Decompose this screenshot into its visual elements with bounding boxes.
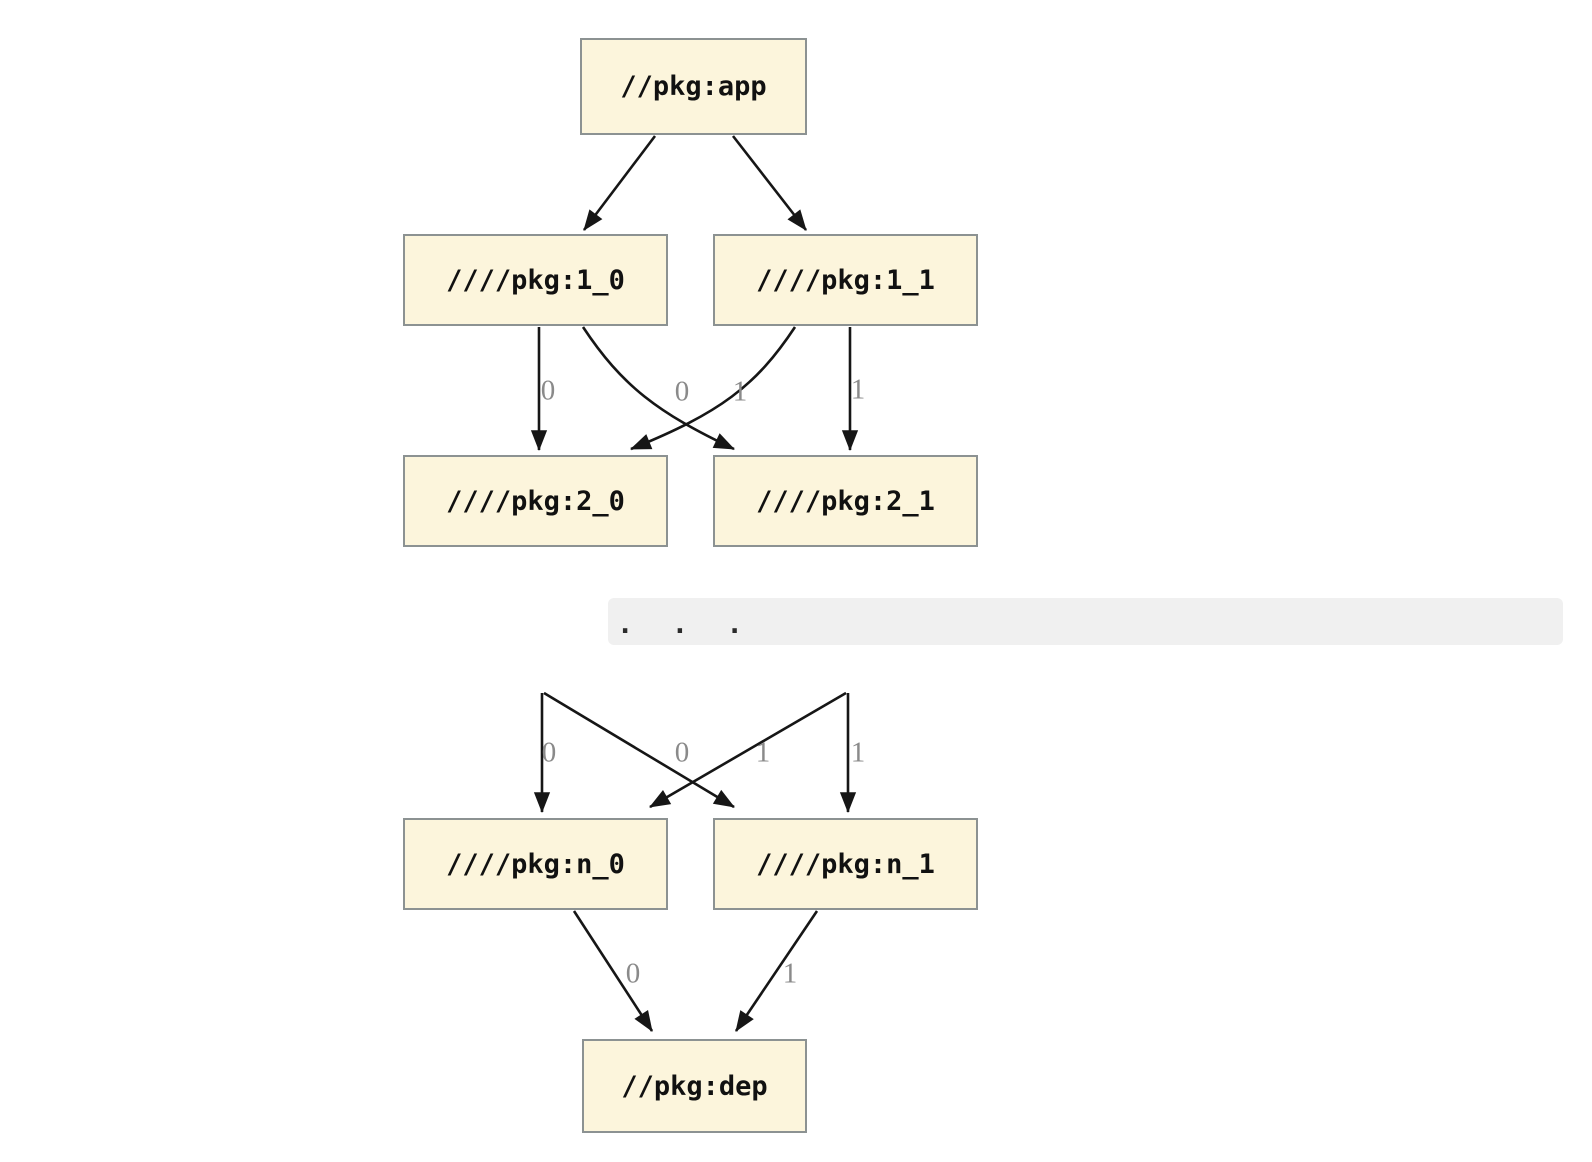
edge-label: 0 — [540, 374, 556, 407]
edge-label: 1 — [755, 736, 771, 769]
node-level1-0-label: ////pkg:1_0 — [446, 264, 625, 296]
node-dep-label: //pkg:dep — [621, 1070, 768, 1102]
edge-app-to-level1-1 — [731, 135, 808, 231]
node-leveln-1: ////pkg:n_1 — [713, 818, 978, 910]
node-level2-0: ////pkg:2_0 — [403, 455, 668, 547]
node-leveln-1-label: ////pkg:n_1 — [756, 848, 935, 880]
node-level2-0-label: ////pkg:2_0 — [446, 485, 625, 517]
edge-label: 1 — [782, 957, 798, 990]
edge-ellipsis-to-leveln-0-cross — [649, 691, 847, 809]
edge-level1-0-to-level2-1 — [581, 326, 735, 451]
ellipsis-text: . . . — [617, 609, 745, 640]
edge-label: 0 — [625, 957, 641, 990]
edge-label: 1 — [850, 373, 866, 406]
edge-label: 1 — [850, 736, 866, 769]
node-leveln-0-label: ////pkg:n_0 — [446, 848, 625, 880]
edge-label: 0 — [674, 736, 690, 769]
edge-level1-1-to-level2-0 — [630, 326, 797, 451]
continuation-band: . . . — [608, 598, 1563, 645]
node-level1-1: ////pkg:1_1 — [713, 234, 978, 326]
node-level1-0: ////pkg:1_0 — [403, 234, 668, 326]
node-level2-1: ////pkg:2_1 — [713, 455, 978, 547]
edge-app-to-level1-0 — [582, 135, 657, 231]
edge-label: 0 — [541, 736, 557, 769]
node-app-label: //pkg:app — [620, 71, 767, 102]
edge-label: 1 — [732, 375, 748, 408]
node-leveln-0: ////pkg:n_0 — [403, 818, 668, 910]
node-dep: //pkg:dep — [582, 1039, 807, 1133]
edge-leveln-0-to-dep — [572, 910, 654, 1032]
node-app: //pkg:app — [580, 38, 807, 135]
node-level2-1-label: ////pkg:2_1 — [756, 485, 935, 517]
edge-ellipsis-to-leveln-1-cross — [543, 691, 735, 809]
edge-label: 0 — [674, 375, 690, 408]
node-level1-1-label: ////pkg:1_1 — [756, 264, 935, 296]
edge-leveln-1-to-dep — [734, 910, 819, 1032]
